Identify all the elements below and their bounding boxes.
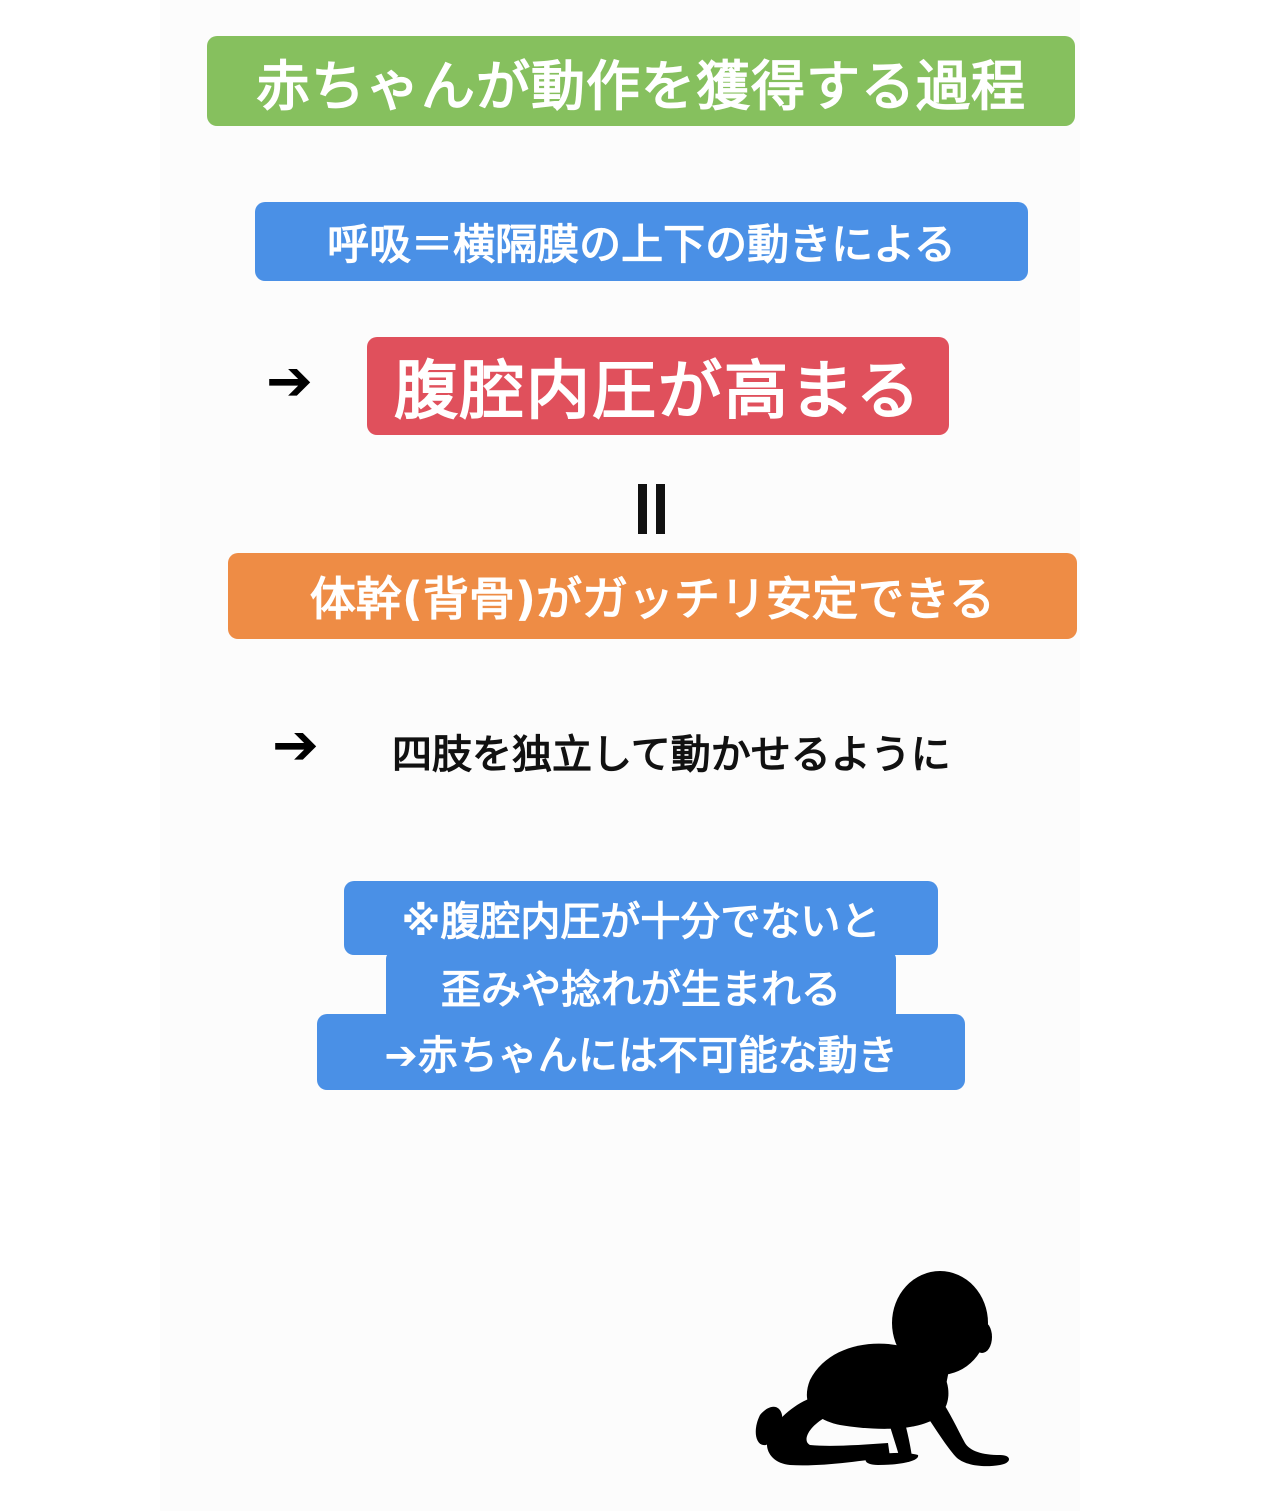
right-arrow-icon: ➔ (266, 349, 313, 414)
note-line-2: 歪みや捻れが生まれる (386, 951, 896, 1021)
note-line-3: ➔赤ちゃんには不可能な動き (317, 1014, 965, 1090)
crawling-baby-silhouette-icon (755, 1271, 1009, 1467)
note-line-1: ※腹腔内圧が十分でないと (344, 881, 938, 955)
right-arrow-icon: ➔ (272, 713, 319, 778)
breathing-label: 呼吸＝横隔膜の上下の動きによる (255, 202, 1028, 281)
equals-bar-right (656, 484, 665, 534)
equals-sign-icon (634, 484, 670, 534)
page-title: 赤ちゃんが動作を獲得する過程 (207, 36, 1075, 126)
limbs-independent-text: 四肢を独立して動かせるように (392, 732, 951, 778)
equals-bar-left (638, 484, 647, 534)
trunk-stability-label: 体幹(背骨)がガッチリ安定できる (228, 553, 1077, 639)
abdominal-pressure-label: 腹腔内圧が高まる (367, 337, 949, 435)
